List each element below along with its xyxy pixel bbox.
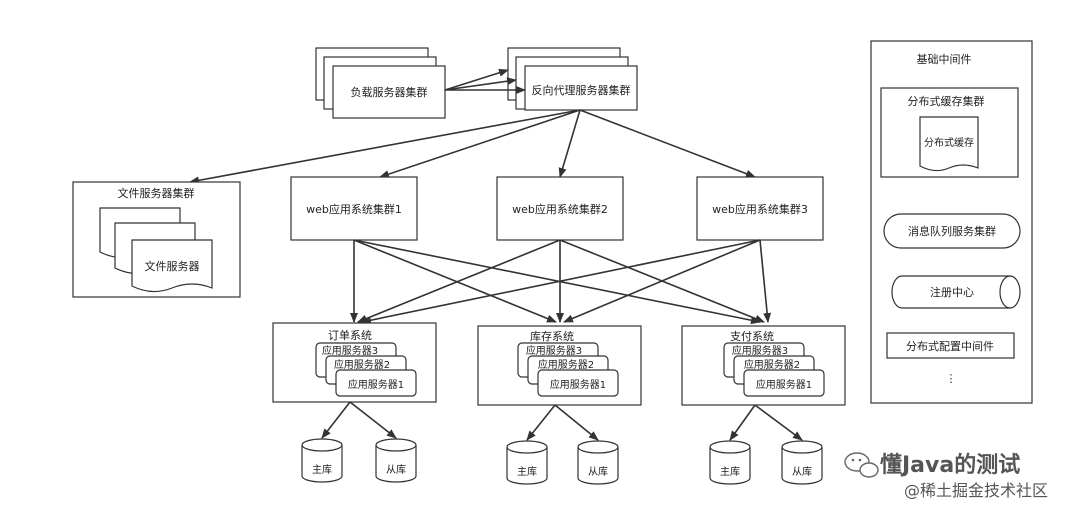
file-cluster-title: 文件服务器集群: [118, 186, 195, 200]
config-middleware-label: 分布式配置中间件: [906, 340, 994, 353]
cache-cluster-title: 分布式缓存集群: [908, 94, 985, 108]
reverse-proxy-cluster: 反向代理服务器集群: [507, 47, 638, 111]
watermark: 懂Java的测试 @稀土掘金技术社区: [844, 452, 1048, 500]
inventory-slave-db: 从库: [577, 440, 619, 485]
file-server-cluster: 文件服务器集群 文件服务器: [72, 181, 241, 298]
inventory-system: 库存系统 应用服务器3 应用服务器2 应用服务器1: [477, 325, 642, 406]
middleware-panel: 基础中间件 分布式缓存集群 分布式缓存 消息队列服务集群 注册中心 分布式配置中…: [870, 40, 1033, 404]
web-cluster-3-label: web应用系统集群3: [712, 202, 808, 216]
order-system: 订单系统 应用服务器3 应用服务器2 应用服务器1: [272, 322, 437, 403]
arrow-proxy-web2: [558, 109, 581, 178]
more-ellipsis: ⋮: [946, 372, 957, 385]
db-label: 从库: [386, 463, 406, 476]
order-master-db: 主库: [301, 438, 343, 483]
reverse-proxy-label: 反向代理服务器集群: [532, 83, 631, 97]
watermark-site: @稀土掘金技术社区: [904, 481, 1048, 500]
mq-cluster-label: 消息队列服务集群: [908, 224, 996, 238]
arrow-proxy-file: [189, 109, 581, 185]
order-slave-db: 从库: [375, 438, 417, 483]
arrow-proxy-web1: [379, 109, 581, 178]
inventory-app-server-2: 应用服务器2: [538, 358, 594, 371]
payment-app-server-2: 应用服务器2: [744, 358, 800, 371]
db-label: 从库: [588, 465, 608, 478]
web-to-system-arrows: [350, 239, 772, 325]
inventory-app-server-1: 应用服务器1: [550, 378, 606, 391]
web-cluster-1-label: web应用系统集群1: [306, 202, 402, 216]
system-to-db-arrows: [321, 401, 803, 441]
mq-cluster-shape: [883, 213, 1021, 249]
arrow-lb-proxy-1: [444, 68, 509, 91]
cache-doc: [919, 116, 979, 172]
file-server-label: 文件服务器: [145, 259, 200, 273]
inventory-master-db: 主库: [506, 440, 548, 485]
db-label: 主库: [517, 465, 537, 478]
arrow-proxy-web3: [579, 109, 756, 178]
inventory-app-server-3: 应用服务器3: [526, 344, 582, 357]
watermark-title: 懂Java的测试: [880, 452, 1020, 478]
db-label: 主库: [720, 465, 740, 478]
web-cluster-2-label: web应用系统集群2: [512, 202, 608, 216]
middleware-title: 基础中间件: [917, 53, 972, 66]
payment-slave-db: 从库: [781, 440, 823, 485]
payment-app-server-1: 应用服务器1: [756, 378, 812, 391]
load-balancer-cluster: 负载服务器集群: [315, 47, 446, 119]
order-app-server-2: 应用服务器2: [334, 358, 390, 371]
db-label: 从库: [792, 465, 812, 478]
db-label: 主库: [312, 463, 332, 476]
web-cluster-2: web应用系统集群2: [496, 176, 624, 241]
order-app-server-1: 应用服务器1: [348, 378, 404, 391]
cache-label: 分布式缓存: [924, 136, 974, 149]
payment-app-server-3: 应用服务器3: [732, 344, 788, 357]
payment-system: 支付系统 应用服务器3 应用服务器2 应用服务器1: [681, 325, 846, 406]
web-cluster-3: web应用系统集群3: [696, 176, 824, 241]
order-app-server-3: 应用服务器3: [322, 344, 378, 357]
arrow-lb-proxy-2: [444, 77, 517, 91]
order-system-title: 订单系统: [328, 329, 372, 342]
payment-master-db: 主库: [709, 440, 751, 485]
load-balancer-label: 负载服务器集群: [351, 85, 428, 99]
payment-system-title: 支付系统: [730, 330, 774, 343]
config-middleware-shape: [886, 332, 1015, 359]
registry-label: 注册中心: [930, 285, 974, 299]
inventory-system-title: 库存系统: [530, 329, 574, 343]
wechat-icon: [844, 452, 879, 478]
web-cluster-1: web应用系统集群1: [290, 176, 418, 241]
